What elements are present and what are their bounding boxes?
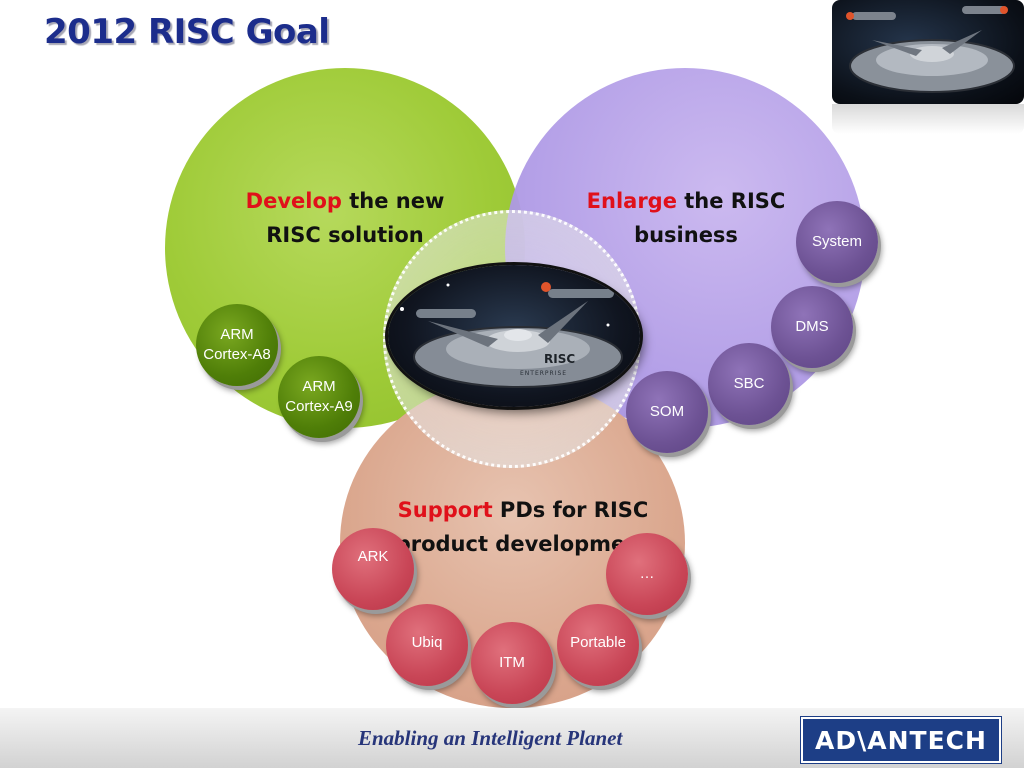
corner-spaceship-image [832, 0, 1024, 104]
support-label: Support PDs for RISC product development [368, 493, 678, 561]
enlarge-label: Enlarge the RISC business [555, 184, 817, 252]
support-rest: PDs for RISC [492, 498, 649, 522]
support-highlight: Support [397, 498, 493, 522]
bubble-sbc: SBC [708, 343, 790, 425]
develop-label: Develop the new RISC solution [200, 184, 490, 252]
develop-rest: the new [341, 189, 445, 213]
enlarge-rest: the RISC [676, 189, 786, 213]
bubble-more: … [606, 533, 688, 615]
bubble-system: System [796, 201, 878, 283]
develop-line2: RISC solution [266, 223, 424, 247]
bubble-ubiq: Ubiq [386, 604, 468, 686]
enlarge-highlight: Enlarge [586, 189, 677, 213]
bubble-ark: ARK [332, 528, 414, 610]
page-title: 2012 RISC Goal [44, 12, 330, 52]
ship-name-text: RISC [544, 352, 575, 366]
center-spaceship-image: RISC ENTERPRISE [388, 265, 640, 407]
corner-image-reflection [832, 104, 1024, 134]
support-line2: product development [395, 532, 651, 556]
footer-tagline: Enabling an Intelligent Planet [358, 726, 623, 750]
develop-highlight: Develop [245, 189, 342, 213]
advantech-logo: AD\ANTECH [801, 717, 1001, 763]
bubble-itm: ITM [471, 622, 553, 704]
ship-sub-text: ENTERPRISE [520, 370, 567, 377]
bubble-som: SOM [626, 371, 708, 453]
bubble-dms: DMS [771, 286, 853, 368]
bubble-portable: Portable [557, 604, 639, 686]
enlarge-line2: business [634, 223, 738, 247]
